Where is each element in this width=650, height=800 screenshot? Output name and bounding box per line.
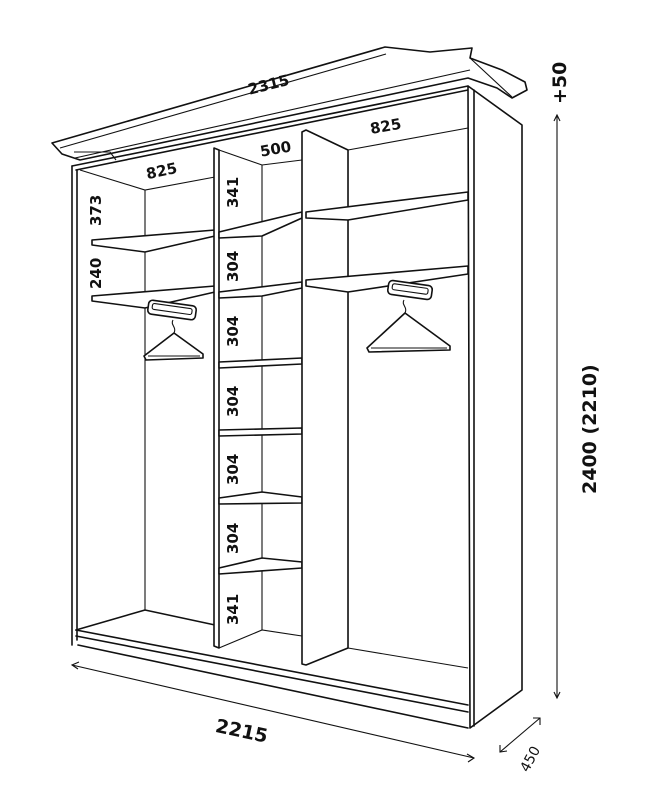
middle-shelf-gap-4: 304 [224, 386, 242, 417]
left-section-width-label: 825 [144, 159, 178, 183]
right-rail [386, 279, 434, 301]
left-rail [146, 299, 198, 321]
left-second-gap-label: 240 [87, 258, 105, 289]
middle-shelf-gap-3: 304 [224, 316, 242, 347]
left-section [91, 229, 216, 361]
coat-hanger-icon [143, 319, 204, 361]
right-section [305, 191, 469, 353]
dimension-labels: 2315 825 500 825 373 240 341 304 304 304… [87, 62, 601, 775]
middle-shelf-gap-5: 304 [224, 454, 242, 485]
wardrobe-body [71, 85, 523, 729]
height-extra-label: +50 [549, 62, 571, 104]
left-top-gap-label: 373 [87, 195, 105, 226]
middle-section [213, 129, 349, 666]
dimension-lines [70, 113, 561, 763]
middle-shelf-gap-1: 341 [224, 177, 242, 208]
cornice [51, 46, 528, 161]
middle-shelf-gap-6: 304 [224, 523, 242, 554]
body-width-label: 2215 [213, 715, 269, 748]
right-section-width-label: 825 [369, 115, 403, 138]
coat-hanger-icon [366, 299, 451, 353]
depth-label: 450 [517, 744, 544, 775]
middle-section-width-label: 500 [259, 137, 293, 160]
middle-shelf-gap-7: 341 [224, 594, 242, 625]
total-height-label: 2400 (2210) [579, 364, 601, 494]
middle-shelf-gap-2: 304 [224, 251, 242, 282]
